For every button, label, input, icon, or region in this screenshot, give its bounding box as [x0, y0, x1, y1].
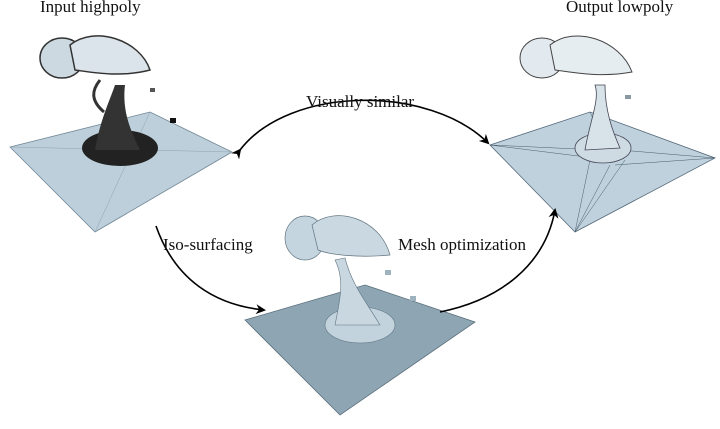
output-lowpoly-mesh: [489, 35, 716, 233]
visually-similar-label: Visually similar: [306, 92, 415, 111]
mesh-optimization-label: Mesh optimization: [398, 235, 526, 254]
input-highpoly-label: Input highpoly: [40, 0, 141, 16]
input-highpoly-mesh: [9, 35, 233, 233]
mesh-optimization-arrow: [439, 208, 559, 313]
visually-similar-arrow: [231, 99, 490, 160]
iso-surfacing-arrow: [155, 225, 266, 315]
iso-surfacing-label: Iso-surfacing: [163, 235, 253, 254]
output-lowpoly-label: Output lowpoly: [566, 0, 674, 16]
iso-surface-mesh: [244, 215, 476, 416]
